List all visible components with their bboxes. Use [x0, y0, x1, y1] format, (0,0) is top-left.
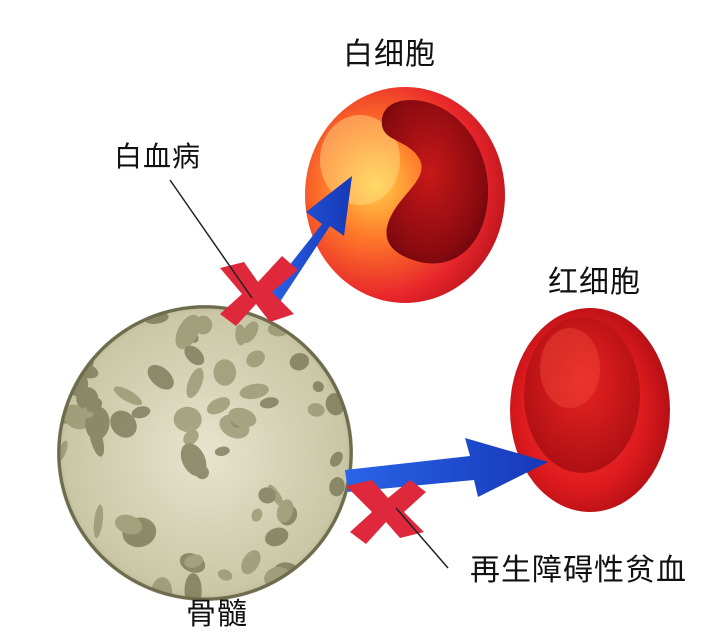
marrow-pore	[147, 364, 174, 390]
marrow-pore	[303, 571, 328, 599]
marrow-pore	[184, 573, 202, 599]
marrow-pore	[93, 307, 127, 327]
cross-icon	[220, 256, 298, 326]
marrow-pore	[184, 554, 204, 568]
marrow-pore	[258, 487, 276, 504]
marrow-pore	[110, 410, 137, 438]
white-blood-cell	[305, 87, 505, 303]
marrow-pore	[312, 381, 324, 393]
marrow-pore	[239, 383, 269, 400]
red-blood-cell-label: 红细胞	[548, 265, 641, 300]
marrow-pore	[180, 443, 207, 477]
aplastic-anemia-leader-line	[395, 507, 449, 569]
marrow-pore	[73, 553, 96, 577]
marrow-pore	[241, 321, 259, 344]
marrow-pore	[206, 397, 231, 415]
marrow-pore	[131, 406, 151, 419]
marrow-pore	[175, 314, 201, 350]
marrow-pore	[186, 367, 204, 398]
marrow-pore	[312, 330, 327, 351]
red-blood-cell	[510, 308, 670, 512]
marrow-pore	[329, 477, 345, 497]
marrow-pore	[265, 527, 289, 547]
marrow-pore	[173, 406, 202, 433]
marrow-pore	[183, 429, 199, 446]
white-blood-cell-label: 白细胞	[343, 37, 436, 72]
cross-icon	[346, 480, 426, 544]
marrow-pore	[93, 504, 104, 539]
marrow-pore	[214, 446, 230, 457]
marrow-pore	[235, 324, 246, 346]
marrow-pore	[259, 397, 279, 409]
aplastic-anemia-label: 再生障碍性贫血	[470, 553, 687, 588]
marrow-pore	[86, 398, 103, 413]
bone-marrow-label: 骨髓	[186, 597, 248, 632]
marrow-pore	[114, 514, 143, 535]
arrow-icon	[345, 438, 548, 497]
marrow-pore	[307, 403, 325, 417]
marrow-pore	[71, 570, 99, 587]
marrow-pore	[78, 322, 94, 338]
marrow-pore	[213, 359, 237, 386]
marrow-pore	[184, 345, 205, 366]
marrow-pore	[228, 407, 257, 428]
marrow-pore	[72, 307, 99, 330]
leukemia-leader-line	[169, 179, 253, 299]
marrow-pore	[329, 451, 343, 467]
marrow-pore	[251, 508, 263, 522]
marrow-pore	[246, 350, 265, 368]
leukemia-label: 白血病	[114, 140, 202, 173]
marrow-pore	[289, 352, 310, 371]
marrow-pore	[241, 550, 261, 575]
marrow-pore	[217, 569, 233, 581]
marrow-pore	[276, 499, 294, 523]
wbc-nucleus	[381, 100, 489, 264]
bone-marrow-circle	[57, 305, 353, 601]
marrow-pore	[113, 386, 143, 406]
